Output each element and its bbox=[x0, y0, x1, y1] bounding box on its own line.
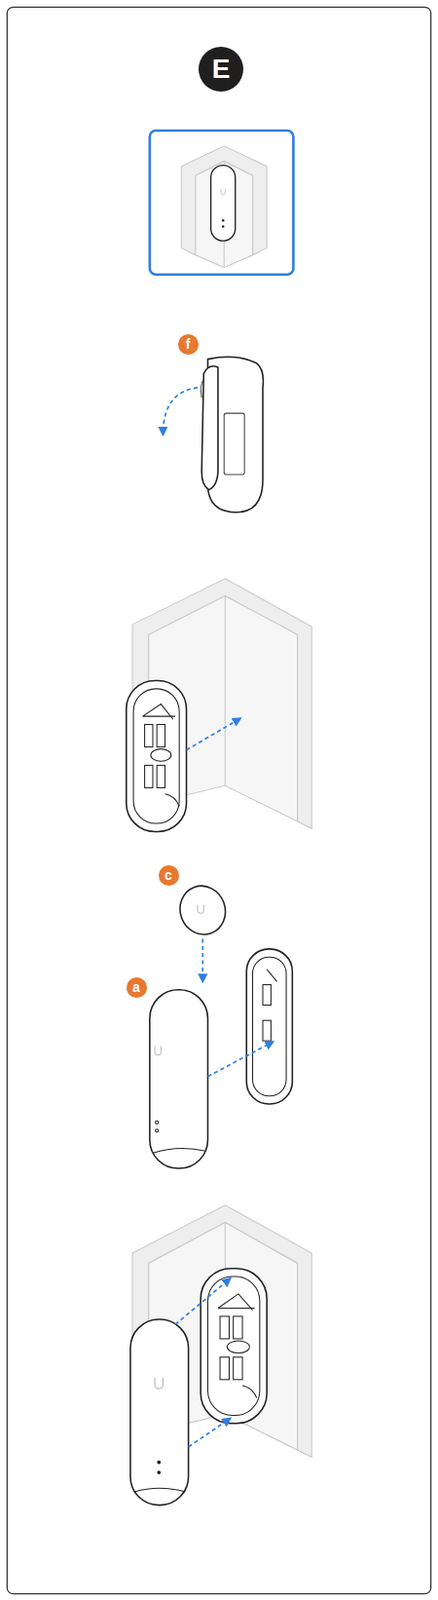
step-letter: E bbox=[198, 46, 244, 92]
final-arrow-top bbox=[175, 1277, 231, 1323]
attach-arrow bbox=[207, 1040, 273, 1076]
sensor-final bbox=[130, 1317, 189, 1504]
mounting-plate-side bbox=[246, 948, 292, 1103]
callout-text: f bbox=[185, 336, 191, 351]
mounted-plate bbox=[200, 1267, 267, 1423]
callout-text: a bbox=[132, 979, 141, 993]
callout-text: E bbox=[212, 55, 231, 83]
mounting-plate bbox=[126, 679, 187, 831]
mount-arrow bbox=[186, 717, 241, 749]
preview-box bbox=[149, 130, 294, 275]
final-arrow-bottom bbox=[188, 1417, 231, 1446]
wall-corner bbox=[132, 578, 312, 829]
magnet-pad bbox=[173, 878, 232, 941]
callout-letter: f bbox=[178, 333, 199, 355]
peel-backing-figure bbox=[201, 356, 264, 511]
pad-arrow bbox=[201, 937, 204, 981]
callout-letter: c bbox=[158, 864, 180, 885]
callout-letter: a bbox=[126, 976, 147, 997]
page-frame bbox=[6, 6, 431, 1592]
peel-arrow bbox=[162, 387, 198, 435]
sensor-body bbox=[149, 988, 209, 1168]
callout-text: c bbox=[164, 867, 173, 881]
